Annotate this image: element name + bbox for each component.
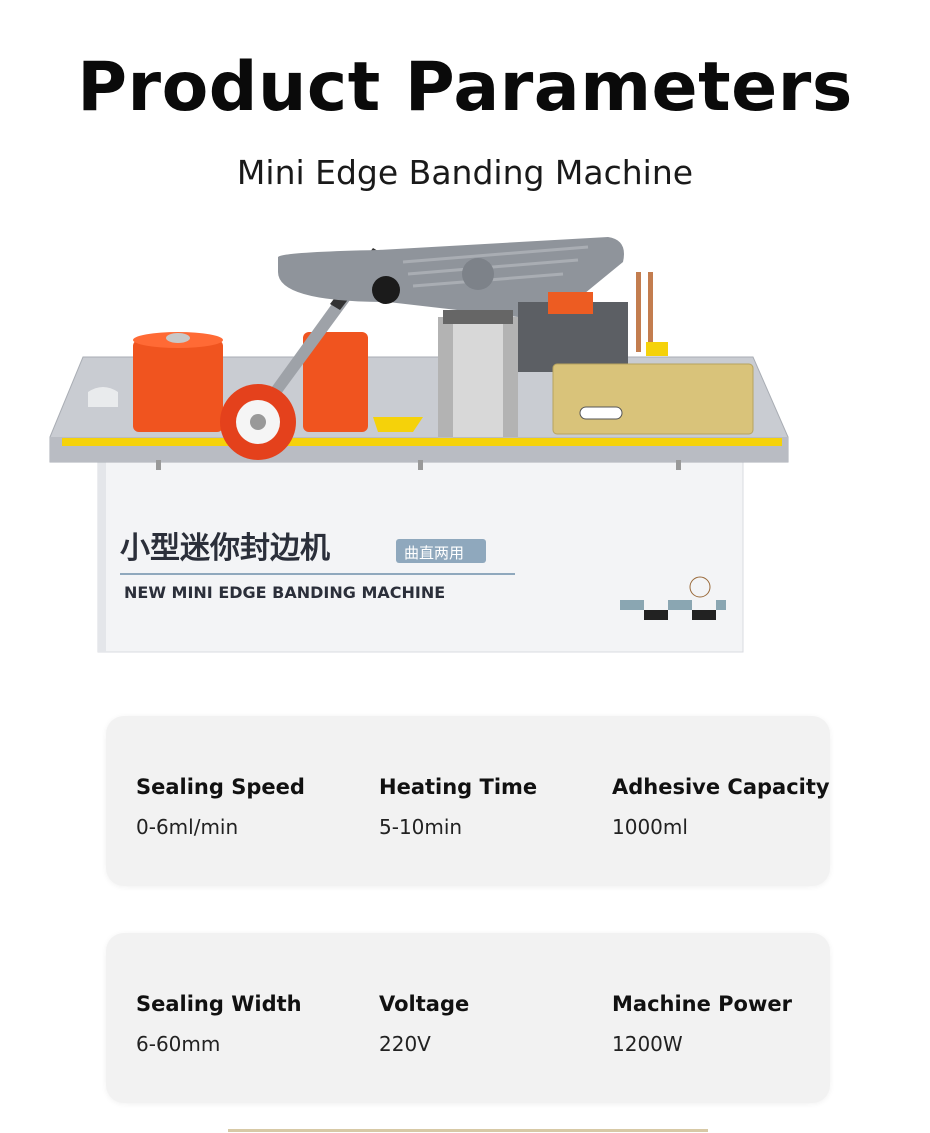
spec-value: 220V (379, 1032, 431, 1056)
machine-badge-cn: 曲直两用 (404, 544, 464, 562)
spec-sealing-speed: Sealing Speed 0-6ml/min (136, 774, 305, 840)
spec-voltage: Voltage 220V (379, 991, 469, 1057)
spec-label: Sealing Speed (136, 775, 305, 799)
spec-value: 6-60mm (136, 1032, 221, 1056)
spec-value: 1200W (612, 1032, 683, 1056)
spec-label: Sealing Width (136, 992, 302, 1016)
product-image: 小型迷你封边机 曲直两用 NEW MINI EDGE BANDING MACHI… (48, 232, 793, 657)
spec-machine-power: Machine Power 1200W (612, 991, 792, 1057)
spec-label: Voltage (379, 992, 470, 1016)
spec-sealing-width: Sealing Width 6-60mm (136, 991, 302, 1057)
bottom-divider (228, 1129, 708, 1132)
trim-guide (552, 363, 754, 435)
spec-value: 1000ml (612, 815, 688, 839)
page-subtitle: Mini Edge Banding Machine (236, 153, 694, 192)
page-title: Product Parameters (77, 48, 853, 127)
specs-card-2: Sealing Width 6-60mm Voltage 220V Machin… (106, 933, 830, 1103)
spec-value: 0-6ml/min (136, 815, 239, 839)
machine-label-cn: 小型迷你封边机 (120, 531, 330, 566)
yellow-edge-strip (62, 438, 782, 446)
machine-label-en: NEW MINI EDGE BANDING MACHINE (124, 583, 445, 602)
spec-adhesive-capacity: Adhesive Capacity 1000ml (612, 774, 830, 840)
glue-pot (133, 340, 223, 432)
top-plate (278, 237, 624, 319)
specs-card-1: Sealing Speed 0-6ml/min Heating Time 5-1… (106, 716, 830, 886)
spec-label: Heating Time (379, 775, 538, 799)
spec-value: 5-10min (379, 815, 463, 839)
spec-label: Adhesive Capacity (612, 775, 830, 799)
spec-label: Machine Power (612, 992, 792, 1016)
spec-heating-time: Heating Time 5-10min (379, 774, 537, 840)
